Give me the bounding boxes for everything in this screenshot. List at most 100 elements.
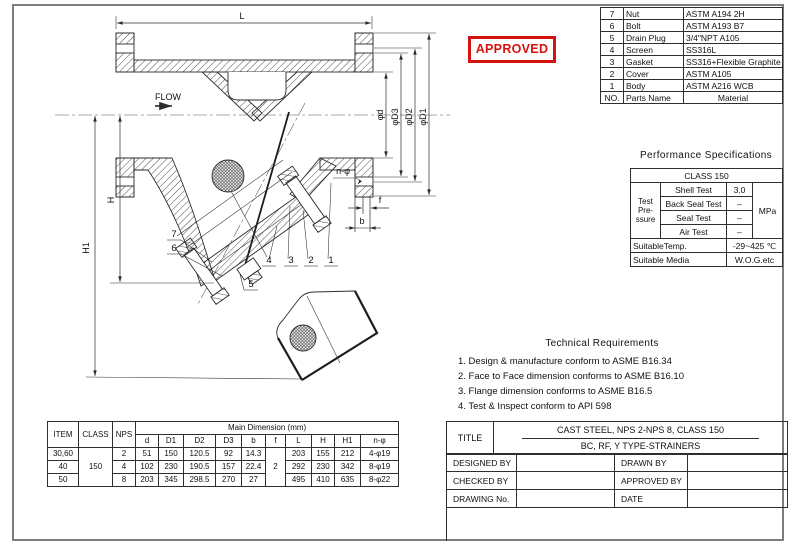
perf-test-name: Shell Test	[660, 182, 727, 197]
dim-L-label: L	[239, 11, 244, 21]
part-name: Drain Plug	[623, 31, 684, 44]
svg-text:3: 3	[288, 255, 293, 266]
dims-col: b	[241, 434, 266, 448]
perf-test-name: Air Test	[660, 224, 727, 239]
dims-col: L	[285, 434, 312, 448]
date-value	[687, 489, 788, 508]
callout-3: 3	[284, 205, 298, 267]
title-line2: BC, RF, Y TYPE-STRAINERS	[580, 440, 701, 451]
parts-header-name: Parts Name	[623, 91, 684, 104]
part-material: ASTM A194 2H	[683, 7, 783, 20]
dims-col: n-φ	[359, 434, 400, 448]
designed-by-label: DESIGNED BY	[446, 453, 517, 472]
part-material: SS316L	[683, 43, 783, 56]
dims-col: d	[135, 434, 159, 448]
approved-stamp: APPROVED	[468, 36, 556, 63]
dim-phiD1: φD1	[374, 32, 436, 197]
dim-cell: 212	[334, 447, 361, 461]
technical-requirements: Technical Requirements 1. Design & manuf…	[446, 338, 758, 414]
approved-by-value	[687, 471, 788, 490]
right-flange	[354, 32, 374, 232]
dims-col: D2	[183, 434, 216, 448]
tech-req-item: 3. Flange dimension conforms to ASME B16…	[458, 386, 653, 397]
parts-header-no: NO.	[600, 91, 624, 104]
designed-by-value	[516, 453, 615, 472]
dims-col: H1	[334, 434, 361, 448]
dim-L: L	[115, 11, 373, 29]
part-no: 3	[600, 55, 624, 68]
title-label: TITLE	[446, 421, 494, 455]
dim-b: b	[345, 216, 381, 230]
dim-cell: 4	[112, 460, 136, 474]
perf-temp-value: -29~425 ℃	[725, 238, 784, 253]
perf-test-value: –	[726, 196, 753, 211]
callout-2: 2	[302, 209, 318, 267]
dim-phiD3: φD3	[374, 52, 408, 178]
dims-row: 40 4 102 230 190.5 157 22.4 292 230 342 …	[47, 460, 400, 474]
dim-b-label: b	[359, 216, 364, 226]
screen-detail-view	[276, 290, 379, 381]
dim-phid: φd	[374, 71, 393, 159]
part-no: 5	[600, 31, 624, 44]
tech-req-item: 1. Design & manufacture conform to ASME …	[458, 356, 672, 367]
callout-4: 4	[262, 225, 278, 267]
callout-6: 6	[167, 243, 223, 277]
title-block-empty-area	[446, 507, 788, 541]
body-top-wall	[133, 59, 373, 73]
dim-cell: 102	[135, 460, 159, 474]
dim-cell: 8-φ19	[359, 460, 400, 474]
dim-cell: 298.5	[183, 473, 216, 487]
part-no: 7	[600, 7, 624, 20]
dim-cell: 342	[334, 460, 361, 474]
dim-f: f	[348, 195, 389, 210]
dim-H: H	[106, 116, 214, 284]
dim-cell: 157	[215, 460, 242, 474]
callout-5: 5	[239, 273, 258, 291]
perf-unit: MPa	[751, 182, 784, 239]
part-no: 2	[600, 67, 624, 80]
dim-class-value: 150	[78, 447, 113, 487]
dim-cell: 495	[285, 473, 312, 487]
dim-cell: 270	[215, 473, 242, 487]
part-name: Bolt	[623, 19, 684, 32]
svg-text:2: 2	[308, 255, 313, 266]
dim-nphi-label: n-φ	[336, 166, 350, 176]
part-material: ASTM A193 B7	[683, 19, 783, 32]
part-name: Gasket	[623, 55, 684, 68]
dim-cell: 8-φ22	[359, 473, 400, 487]
dim-cell: 230	[158, 460, 184, 474]
perf-test-value: –	[726, 224, 753, 239]
dim-cell: 203	[285, 447, 312, 461]
svg-text:7: 7	[171, 229, 176, 240]
page-frame	[12, 4, 784, 541]
bolt-upper	[277, 165, 332, 233]
perf-test-value: –	[726, 210, 753, 225]
drain-plug	[236, 257, 263, 285]
part-name: Cover	[623, 67, 684, 80]
dim-cell: 51	[135, 447, 159, 461]
dim-cell: 230	[311, 460, 335, 474]
callout-1: 1	[324, 182, 338, 267]
dims-col: H	[311, 434, 335, 448]
drawing-no-value	[516, 489, 615, 508]
callout-7: 7	[167, 229, 213, 263]
svg-text:4: 4	[266, 255, 271, 266]
perf-group-label: Test Pre- ssure	[630, 182, 661, 239]
part-no: 6	[600, 19, 624, 32]
dim-cell: 8	[112, 473, 136, 487]
dim-cell: 190.5	[183, 460, 216, 474]
dim-phiD2-label: φD2	[404, 108, 414, 125]
dim-cell: 120.5	[183, 447, 216, 461]
tech-req-item: 4. Test & Inspect conform to API 598	[458, 401, 612, 412]
dims-header-main: Main Dimension (mm)	[134, 421, 400, 435]
dim-H1: H1	[81, 116, 303, 380]
dim-H-label: H	[106, 197, 116, 204]
drawn-by-label: DRAWN BY	[614, 453, 688, 472]
dim-f-value: 2	[265, 447, 286, 487]
